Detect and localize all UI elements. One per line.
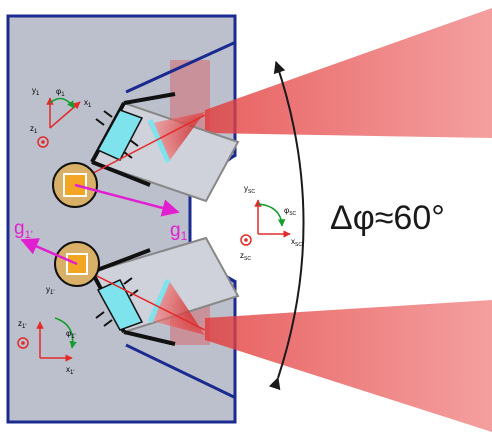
- svg-text:xSC: xSC: [291, 237, 302, 248]
- laser-beam-upper: [205, 8, 492, 138]
- g1p-label: g1': [14, 218, 33, 241]
- svg-text:φ1': φ1': [66, 329, 76, 340]
- svg-text:z1: z1: [30, 124, 38, 135]
- delta-phi-label: Δφ≈60°: [330, 199, 445, 237]
- telescope-upper: [69, 92, 240, 203]
- coordinate-frame-sc: ySC xSC zSC φSC: [240, 184, 302, 262]
- svg-text:y1': y1': [46, 285, 54, 296]
- svg-text:φ1: φ1: [56, 87, 65, 98]
- coordinate-frame-1: y1 x1 z1 φ1: [30, 86, 92, 148]
- telescope-lower: [74, 236, 240, 346]
- light-cone-lower: [148, 282, 205, 335]
- g1-vector-arrow: [74, 183, 180, 217]
- out-of-plane-dot-icon: [37, 136, 49, 148]
- light-cone-upper: [148, 112, 205, 160]
- out-of-plane-dot-icon: [17, 337, 29, 349]
- laser-beam-lower: [205, 300, 492, 432]
- mirror-upper: [96, 109, 144, 161]
- svg-text:x1': x1': [66, 365, 74, 376]
- svg-text:z1': z1': [18, 319, 26, 330]
- out-of-plane-dot-icon: [240, 234, 252, 246]
- double-headed-curved-arrow-icon: [268, 60, 305, 391]
- svg-text:ySC: ySC: [244, 184, 255, 195]
- svg-text:φSC: φSC: [284, 206, 297, 217]
- svg-text:x1: x1: [84, 98, 92, 109]
- coordinate-frame-1p: y1' x1' z1' φ1': [17, 285, 77, 376]
- g1p-vector-arrow: [20, 238, 78, 266]
- svg-text:y1: y1: [32, 86, 40, 97]
- svg-text:zSC: zSC: [240, 251, 251, 262]
- g1-label: g1: [170, 220, 188, 243]
